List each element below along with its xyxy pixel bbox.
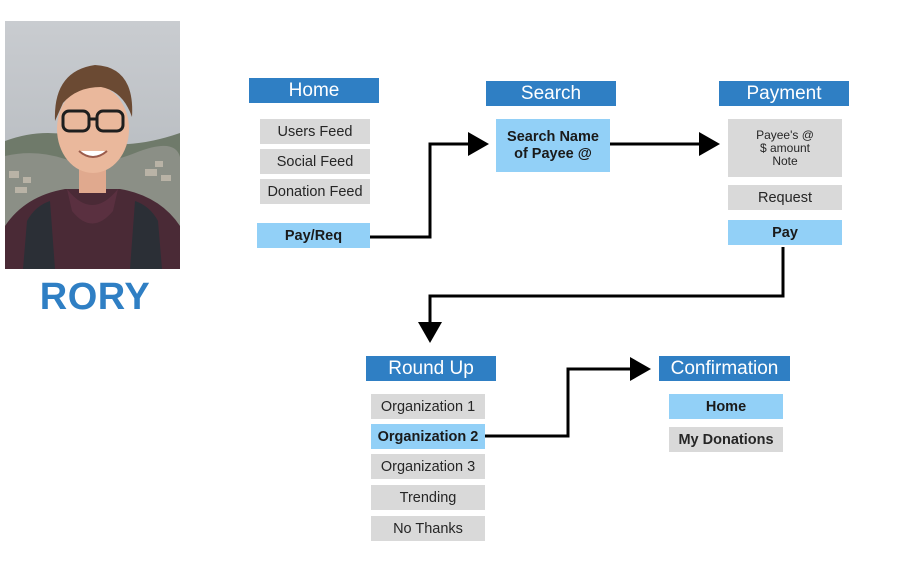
home-header: Home	[249, 78, 379, 103]
persona-name: RORY	[39, 276, 151, 318]
roundup-item-trending[interactable]: Trending	[371, 485, 485, 510]
confirmation-header: Confirmation	[659, 356, 790, 381]
payment-header: Payment	[719, 81, 849, 106]
roundup-header: Round Up	[366, 356, 496, 381]
home-item-users-feed[interactable]: Users Feed	[260, 119, 370, 144]
search-header: Search	[486, 81, 616, 106]
search-payee-line2: of Payee @	[514, 145, 592, 162]
search-payee-line1: Search Name	[507, 128, 599, 145]
home-item-donation-feed[interactable]: Donation Feed	[260, 179, 370, 204]
payment-details-form[interactable]: Payee's @ $ amount Note	[728, 119, 842, 177]
persona-photo-illustration	[5, 21, 180, 269]
home-item-social-feed[interactable]: Social Feed	[260, 149, 370, 174]
confirmation-home-button[interactable]: Home	[669, 394, 783, 419]
request-button[interactable]: Request	[728, 185, 842, 210]
amount-field: $ amount	[759, 140, 811, 155]
note-field: Note	[772, 153, 798, 168]
my-donations-button[interactable]: My Donations	[669, 427, 783, 452]
arrow-payreq-to-search	[370, 132, 489, 239]
arrow-pay-to-roundup	[418, 247, 785, 343]
pay-request-button[interactable]: Pay/Req	[257, 223, 370, 248]
pay-button[interactable]: Pay	[728, 220, 842, 245]
persona-photo	[5, 21, 180, 269]
roundup-item-organization-2[interactable]: Organization 2	[371, 424, 485, 449]
payee-handle-field: Payee's @	[756, 127, 814, 142]
arrow-org2-to-confirmation	[484, 357, 651, 438]
search-payee-button[interactable]: Search Name of Payee @	[496, 119, 610, 172]
roundup-item-organization-1[interactable]: Organization 1	[371, 394, 485, 419]
roundup-item-no-thanks[interactable]: No Thanks	[371, 516, 485, 541]
roundup-item-organization-3[interactable]: Organization 3	[371, 454, 485, 479]
